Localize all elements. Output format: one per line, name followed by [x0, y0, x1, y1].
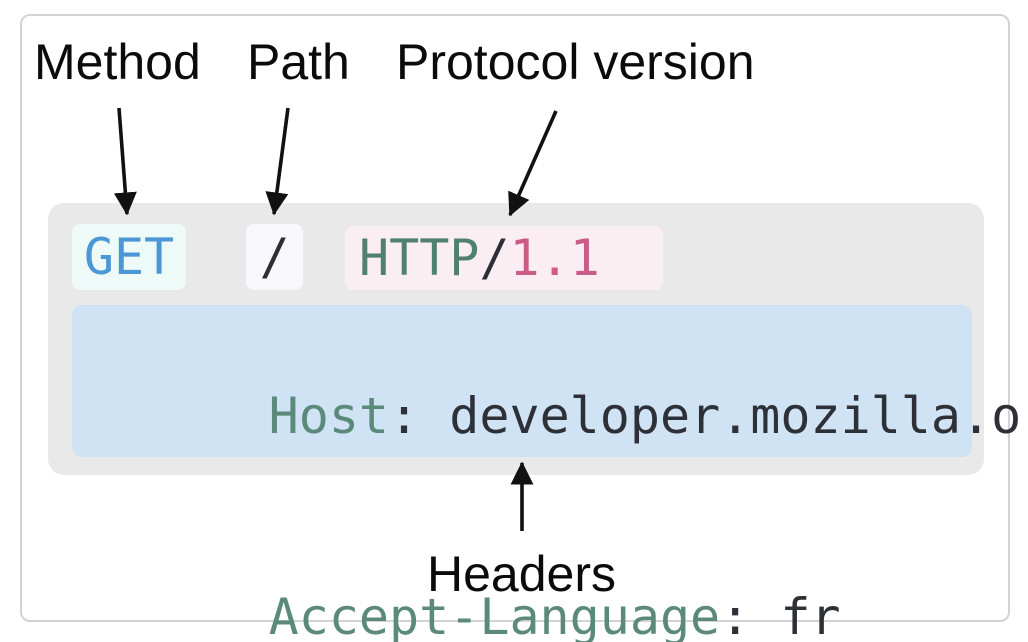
header-name: Host: [268, 387, 390, 445]
header-value: fr: [780, 588, 841, 642]
method-value: GET: [83, 228, 175, 286]
header-value: developer.mozilla.org: [449, 387, 1028, 445]
header-name: Accept-Language: [268, 588, 721, 642]
protocol-separator: /: [479, 229, 510, 287]
path-label: Path: [247, 34, 350, 90]
protocol-version-value: 1.1: [509, 229, 600, 287]
header-separator: :: [389, 387, 450, 445]
path-token-box: /: [246, 224, 303, 290]
path-value: /: [259, 228, 290, 286]
method-token-box: GET: [72, 224, 186, 290]
headers-label: Headers: [427, 546, 616, 602]
figure-frame: [20, 14, 1010, 622]
protocol-name-value: HTTP: [359, 229, 480, 287]
header-line-host: Host: developer.mozilla.org: [88, 316, 1028, 517]
protocol-token-box: HTTP/1.1: [345, 226, 663, 290]
header-line-accept-language: Accept-Language: fr: [88, 517, 972, 642]
header-separator: :: [720, 588, 781, 642]
method-label: Method: [34, 34, 201, 90]
protocol-version-label: Protocol version: [396, 34, 755, 90]
headers-block: Host: developer.mozilla.org Accept-Langu…: [72, 305, 1028, 642]
